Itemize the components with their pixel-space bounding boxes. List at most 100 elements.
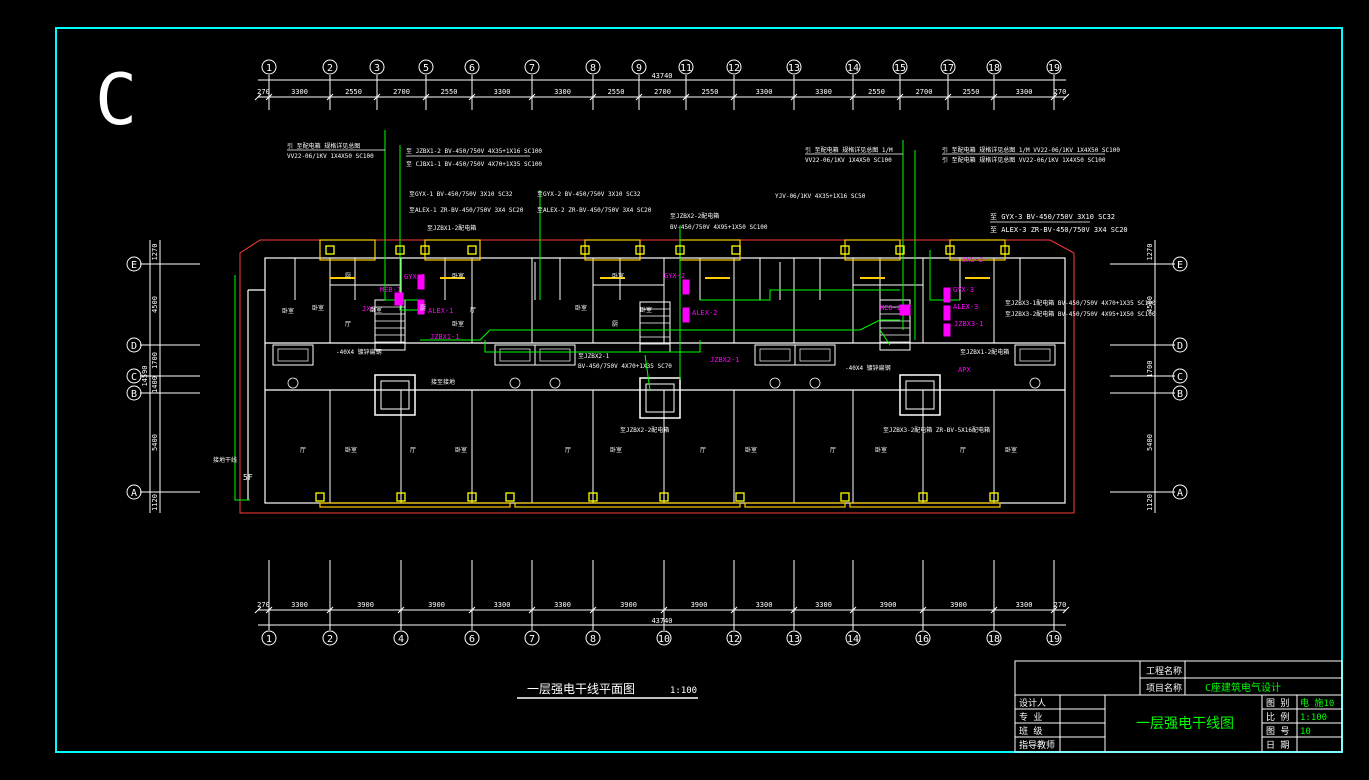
elevator-car: [380, 380, 410, 410]
dim-bottom: 3900: [357, 601, 374, 609]
sheet-frame: [55, 27, 1343, 753]
axis-bubble-left: [126, 256, 142, 272]
dim-top: 3300: [756, 88, 773, 96]
room-label: 卧室: [345, 446, 357, 454]
dim-bottom: 3300: [291, 601, 308, 609]
cable-label-vert_left2: 接至接地: [431, 378, 455, 386]
building-outline: [239, 239, 1075, 514]
axis-label-bottom: 18: [988, 634, 1000, 645]
column: [840, 492, 850, 502]
cable-label-top_mid_2: 至 CJBX1-1 BV-450/750V 4X70+1X35 SC100: [406, 161, 542, 168]
tick: [790, 606, 798, 614]
axis-label-bottom: 10: [658, 634, 670, 645]
cable-label-jzbx21_dest: 至JZBX2-1: [578, 353, 610, 360]
elevator-car: [645, 383, 675, 413]
device-tag-meb2: MEB-2: [880, 304, 901, 312]
tick: [635, 93, 643, 101]
axis-bubble-bottom: [786, 630, 802, 646]
field-value-scale: 1:100: [1300, 713, 1327, 723]
tick: [896, 93, 904, 101]
room-label: 厨: [345, 273, 351, 280]
field-label-number: 图 号: [1266, 726, 1289, 737]
axis-bubble-top: [322, 59, 338, 75]
device-tag-meb1: MEB-1: [380, 286, 401, 294]
tick: [1062, 606, 1070, 614]
dim-bottom: 3300: [554, 601, 571, 609]
axis-bubble-top: [940, 59, 956, 75]
device-tag-jzbx31: JZBX3-1: [954, 320, 984, 328]
axis-bubble-top: [464, 59, 480, 75]
tick: [919, 606, 927, 614]
dim-left-total: 14590: [141, 365, 149, 386]
column: [731, 245, 741, 255]
cable-label-yjv: YJV-06/1KV 4X35+1X16 SC50: [775, 193, 866, 200]
dim-top: 2550: [441, 88, 458, 96]
room-label: 卧室: [282, 307, 294, 315]
cable-label-bot_right: 至JZBX3-2配电箱 ZR-BV-5X16配电箱: [883, 426, 990, 434]
dim-bottom: 3900: [950, 601, 967, 609]
dim-top: 3300: [494, 88, 511, 96]
axis-label-top: 1: [266, 63, 272, 74]
axis-bubble-bottom: [726, 630, 742, 646]
window-bay: [584, 239, 641, 261]
axis-label-left: B: [131, 389, 137, 400]
dim-left: 1270: [151, 244, 159, 261]
tick: [730, 606, 738, 614]
tick: [682, 93, 690, 101]
stair-well: [879, 299, 911, 351]
dim-top: 2550: [702, 88, 719, 96]
axis-label-top: 14: [847, 63, 859, 74]
tick: [468, 606, 476, 614]
axis-bubble-top: [369, 59, 385, 75]
device-tag-gyx_3: GYX-3: [953, 286, 974, 294]
dim-top: 2700: [916, 88, 933, 96]
dim-total-bottom: 43740: [651, 617, 672, 625]
dim-bottom: 3300: [756, 601, 773, 609]
room-label: 卧室: [1005, 446, 1017, 454]
window-bay: [949, 239, 1006, 261]
window-strip: [849, 502, 1001, 508]
axis-label-right: E: [1177, 260, 1183, 271]
room-label: 卧室: [455, 446, 467, 454]
bathroom-fixtures: [272, 344, 1056, 389]
axis-bubble-top: [261, 59, 277, 75]
dim-top: 270: [257, 88, 270, 96]
axis-bubble-bottom: [845, 630, 861, 646]
tick: [589, 606, 597, 614]
axis-bubble-top: [631, 59, 647, 75]
dim-right: 1700: [1146, 361, 1154, 378]
axis-label-top: 2: [327, 63, 333, 74]
cable-label-fl: 5F: [243, 473, 253, 482]
column: [325, 245, 335, 255]
axis-bubble-top: [892, 59, 908, 75]
cable-label-vert_left: 接地干线: [213, 456, 237, 464]
axis-label-bottom: 12: [728, 634, 740, 645]
room-label: 厨: [612, 321, 618, 328]
room-label: 厅: [565, 447, 571, 454]
axis-label-top: 9: [636, 63, 642, 74]
axis-bubble-top: [524, 59, 540, 75]
column: [918, 492, 928, 502]
cable-label-jzbx12_dest: 至JZBX1-2配电箱: [427, 224, 476, 232]
distribution-box: [417, 299, 425, 315]
axis-bubble-right: [1172, 368, 1188, 384]
bathtub: [494, 344, 536, 366]
drawing-title: 一层强电干线平面图: [527, 682, 635, 696]
room-label: 厅: [830, 447, 836, 454]
distribution-box: [682, 279, 690, 295]
tick: [265, 606, 273, 614]
cable-label-gyx1: 至GYX-1 BV-450/750V 3X10 SC32: [409, 191, 513, 198]
dim-top: 2700: [393, 88, 410, 96]
column: [1000, 245, 1010, 255]
cable-label-jzbx2_bot: 至JZBX2-2配电箱: [620, 426, 669, 434]
axis-bubble-right: [1172, 385, 1188, 401]
axis-label-left: C: [131, 372, 137, 383]
axis-bubble-top: [418, 59, 434, 75]
device-tag-alex_3: ALEX-3: [953, 303, 978, 311]
room-label: 厅: [960, 447, 966, 454]
column: [989, 492, 999, 502]
elevator-box: [374, 374, 416, 416]
dim-bottom: 3900: [880, 601, 897, 609]
